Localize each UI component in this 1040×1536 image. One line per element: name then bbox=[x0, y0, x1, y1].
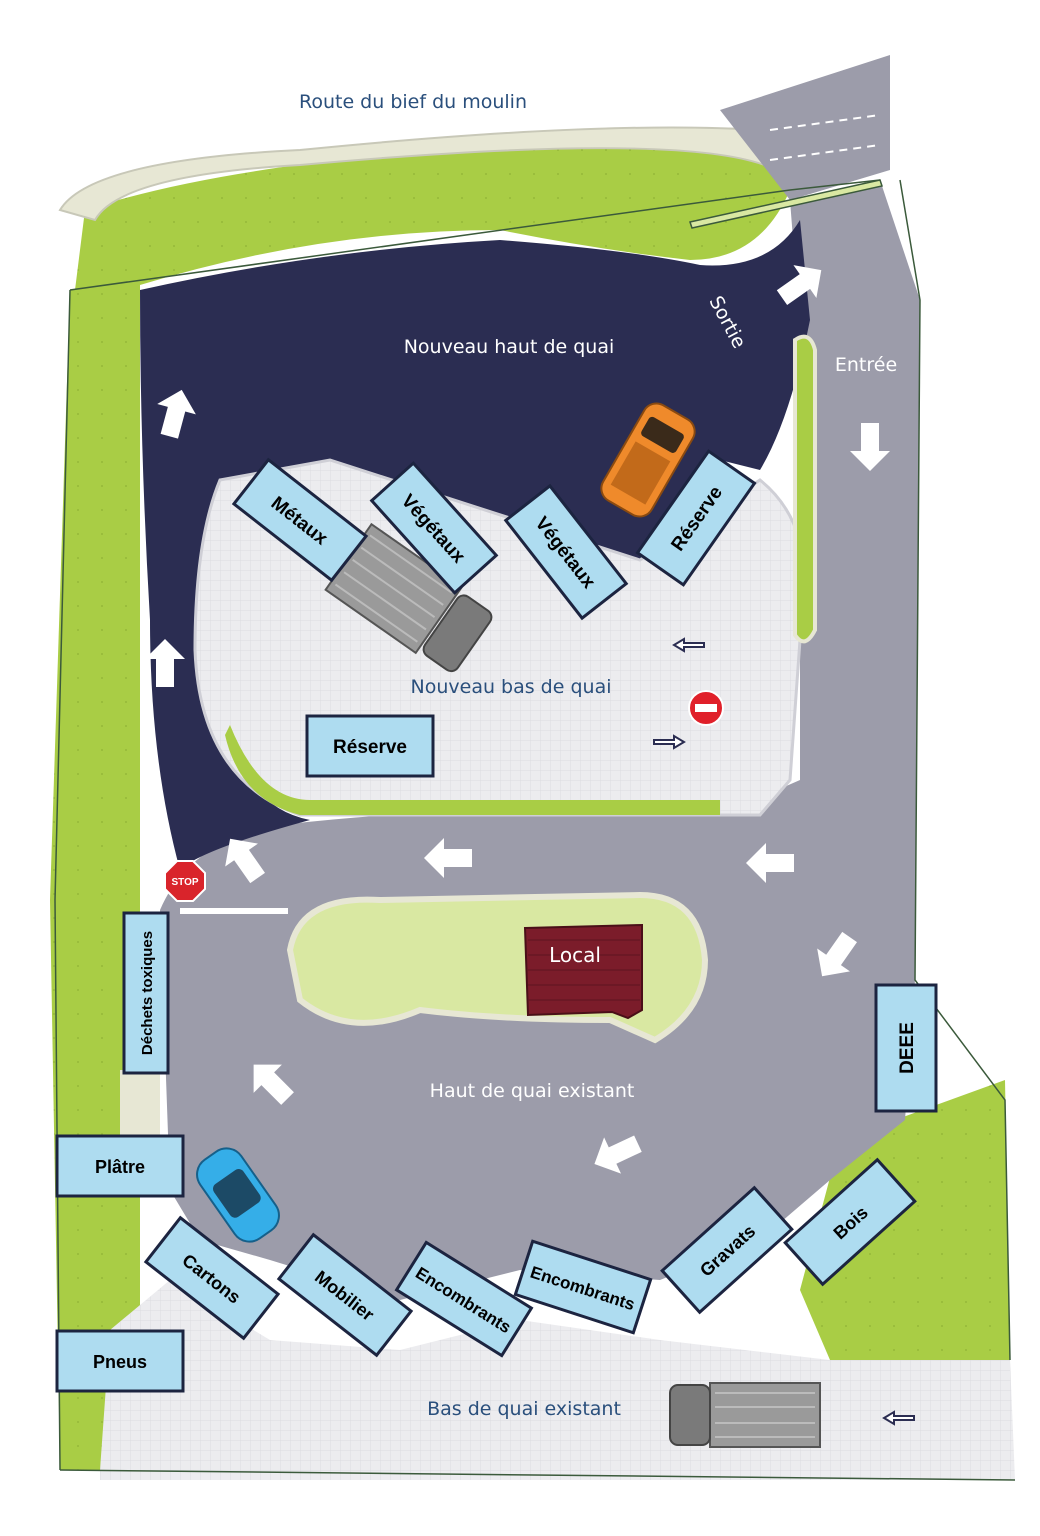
bin-metaux: Métaux bbox=[231, 457, 369, 583]
bin-label: Réserve bbox=[333, 737, 407, 758]
bin-encombrants-1: Encombrants bbox=[394, 1240, 534, 1358]
stop-line bbox=[180, 908, 288, 914]
bin-label: Pneus bbox=[93, 1352, 147, 1372]
fence bbox=[54, 179, 1016, 1481]
stop-label: STOP bbox=[171, 877, 198, 888]
local-building: Local bbox=[523, 923, 643, 1020]
bin-label: DEEE bbox=[897, 1022, 918, 1074]
new-top-label: Nouveau haut de quai bbox=[404, 336, 615, 358]
no-entry-sign-icon bbox=[688, 690, 724, 726]
truck-icon bbox=[669, 1382, 821, 1448]
left-verge bbox=[120, 1070, 160, 1140]
stop-sign-icon: STOP bbox=[164, 860, 206, 902]
new-bottom-label: Nouveau bas de quai bbox=[411, 676, 612, 698]
bin-dechets-toxiques: Déchets toxiques bbox=[122, 911, 170, 1075]
bin-cartons: Cartons bbox=[143, 1215, 281, 1341]
bin-reserve-bottom: Réserve bbox=[305, 714, 435, 778]
existing-bottom-label: Bas de quai existant bbox=[427, 1398, 621, 1420]
barrier-gate bbox=[689, 179, 883, 229]
bin-label: Plâtre bbox=[95, 1157, 145, 1177]
bin-label: Déchets toxiques bbox=[139, 931, 156, 1055]
bin-bois: Bois bbox=[783, 1157, 917, 1287]
road-name-label: Route du bief du moulin bbox=[299, 91, 527, 113]
bin-deee: DEEE bbox=[874, 983, 938, 1113]
bin-mobilier: Mobilier bbox=[276, 1232, 414, 1358]
zone-labels: Route du bief du moulin Nouveau haut de … bbox=[299, 91, 897, 1420]
pickup-truck-icon bbox=[600, 402, 696, 518]
bins: Métaux Végétaux Végétaux Réserve Réserve… bbox=[55, 449, 938, 1393]
bin-encombrants-2: Encombrants bbox=[513, 1239, 653, 1335]
existing-top-label: Haut de quai existant bbox=[430, 1080, 635, 1102]
bin-platre: Plâtre bbox=[55, 1134, 185, 1198]
entry-label: Entrée bbox=[835, 354, 897, 376]
car-icon bbox=[196, 1147, 280, 1243]
bin-pneus: Pneus bbox=[55, 1329, 185, 1393]
local-label: Local bbox=[549, 943, 601, 967]
road-verge bbox=[58, 55, 890, 222]
bin-gravats: Gravats bbox=[660, 1185, 794, 1315]
